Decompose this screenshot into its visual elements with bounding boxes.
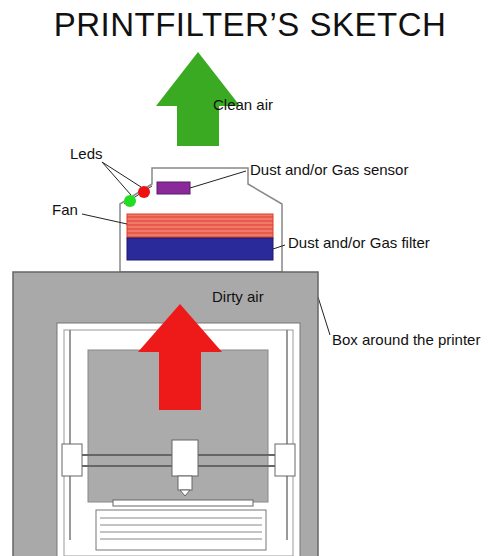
green-led — [124, 195, 136, 207]
dirty-air-arrow — [138, 304, 222, 410]
part-label: Fan — [52, 201, 78, 219]
arrow-label: Clean air — [213, 96, 273, 114]
filter-housing — [120, 168, 282, 272]
part-label: Leds — [70, 145, 103, 163]
part-label: Dust and/or Gas sensor — [250, 161, 408, 179]
title: PRINTFILTER’S SKETCH — [0, 6, 500, 44]
arrow-label: Dirty air — [212, 288, 264, 306]
red-led — [138, 186, 150, 198]
filter — [127, 238, 273, 260]
fan — [127, 214, 273, 238]
part-label: Dust and/or Gas filter — [288, 234, 430, 252]
part-label: Box around the printer — [332, 331, 480, 349]
sensor — [157, 182, 190, 194]
printer-box — [13, 272, 318, 556]
